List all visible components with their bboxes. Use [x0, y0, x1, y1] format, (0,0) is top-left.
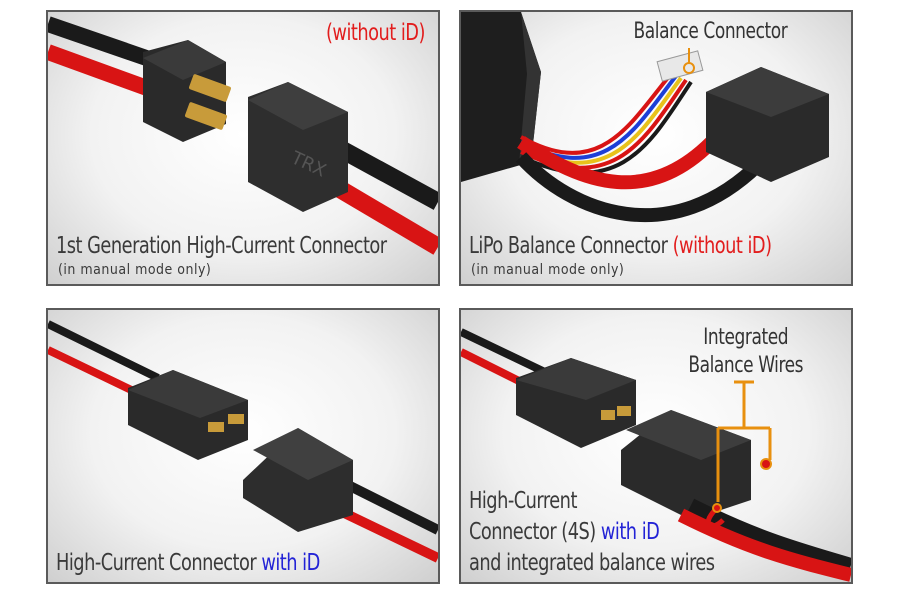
- balance-wires-callout: Integrated Balance Wires: [688, 324, 803, 380]
- callout-line-balance-wires: Balance Wires: [688, 353, 804, 378]
- balance-connector-illustration: [461, 12, 829, 223]
- caption-4s-main: Connector (4S): [469, 519, 596, 545]
- caption-4s-line2: Connector (4S) with iD: [469, 519, 660, 546]
- connector-4s-illustration: [461, 328, 851, 582]
- subcaption-manual-mode: (in manual mode only): [58, 262, 212, 278]
- caption-with-id: with iD: [261, 550, 320, 576]
- caption-4s-with-id: with iD: [600, 519, 660, 545]
- panel-lipo-balance: Balance Connector LiPo Balance Connector…: [459, 10, 853, 286]
- without-id-tag: (without iD): [326, 20, 425, 46]
- caption-4s-line1: High-Current: [469, 488, 577, 514]
- panel-1st-gen-connector: TRX (without iD) 1st Generation High-Cur…: [46, 10, 440, 286]
- panel-high-current-id: High-Current Connector with iD: [46, 308, 440, 584]
- caption-high-current-main: High-Current Connector: [56, 550, 257, 576]
- subcaption-manual-mode-2: (in manual mode only): [471, 262, 625, 278]
- high-current-id-illustration: [48, 320, 438, 563]
- balance-connector-callout: Balance Connector: [633, 19, 788, 44]
- callout-line-integrated: Integrated: [703, 325, 789, 350]
- panel-4s-connector: Integrated Balance Wires High-Current Co…: [459, 308, 853, 584]
- caption-lipo-main: LiPo Balance Connector: [469, 233, 668, 259]
- caption-1st-gen: 1st Generation High-Current Connector: [56, 233, 387, 259]
- caption-high-current-id: High-Current Connector with iD: [56, 550, 320, 577]
- caption-lipo-balance: LiPo Balance Connector (without iD): [469, 233, 772, 260]
- caption-4s-line3: and integrated balance wires: [469, 550, 715, 576]
- caption-without-id: (without iD): [672, 233, 772, 259]
- connector-illustration-1st-gen: TRX: [48, 16, 438, 255]
